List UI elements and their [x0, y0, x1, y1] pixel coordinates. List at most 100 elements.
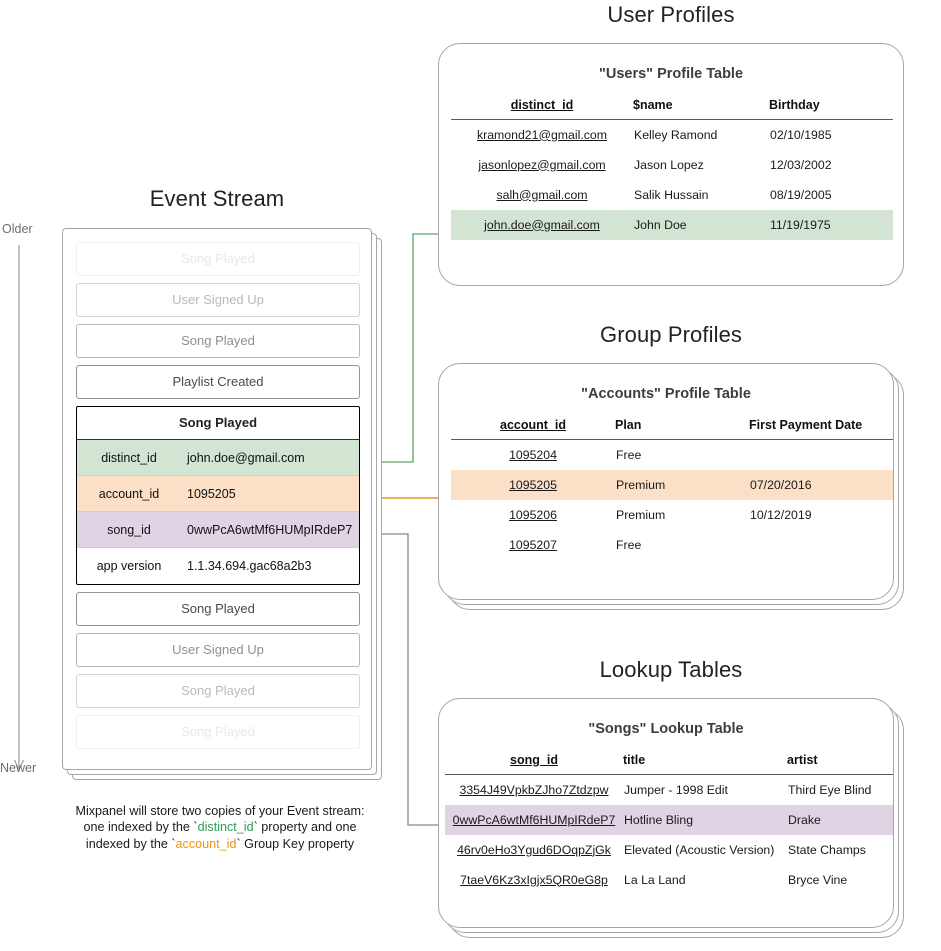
event-item[interactable]: Song Played	[76, 592, 360, 626]
users-profile-card: "Users" Profile Table distinct_id $name …	[438, 43, 904, 286]
column-header-song-id: song_id	[445, 749, 623, 775]
table-row[interactable]: 7taeV6Kz3xIgjx5QR0eG8p La La Land Bryce …	[445, 865, 893, 895]
lookup-tables-title: Lookup Tables	[599, 657, 743, 682]
timeline-newer-label: Newer	[0, 761, 37, 775]
cell-birthday: 11/19/1975	[769, 209, 893, 240]
user-profiles-stack: "Users" Profile Table distinct_id $name …	[438, 43, 908, 289]
event-item[interactable]: Song Played	[76, 324, 360, 358]
songs-lookup-card: "Songs" Lookup Table song_id title artis…	[438, 698, 894, 928]
cell-first-payment-date	[749, 440, 893, 470]
cell-song-id: 46rv0eHo3Ygud6DOqpZjGk	[457, 842, 611, 857]
table-row-highlighted[interactable]: 1095205 Premium 07/20/2016	[451, 469, 893, 500]
property-key: distinct_id	[101, 450, 157, 465]
songs-table-caption: "Songs" Lookup Table	[588, 721, 744, 737]
table-row[interactable]: jasonlopez@gmail.com Jason Lopez 12/03/2…	[451, 150, 893, 180]
cell-name: Salik Hussain	[634, 187, 709, 202]
table-row[interactable]: 1095207 Free	[451, 530, 893, 560]
event-item[interactable]: User Signed Up	[76, 283, 360, 317]
column-header-artist: artist	[787, 749, 893, 775]
table-row-highlighted[interactable]: john.doe@gmail.com John Doe 11/19/1975	[451, 209, 893, 240]
cell-name: Jason Lopez	[634, 157, 704, 172]
event-stream-card: Song Played User Signed Up Song Played P…	[62, 228, 372, 770]
event-item[interactable]: Song Played	[76, 242, 360, 276]
table-row[interactable]: 3354J49VpkbZJho7Ztdzpw Jumper - 1998 Edi…	[445, 775, 893, 805]
cell-plan: Premium	[616, 507, 666, 522]
cell-title: Hotline Bling	[623, 804, 787, 835]
property-key: app version	[96, 559, 162, 573]
cell-plan: Free	[616, 447, 642, 462]
cell-first-payment-date	[749, 530, 893, 560]
table-header-row: distinct_id $name Birthday	[451, 94, 893, 120]
caption-line-2-pre: one indexed by the `	[83, 820, 198, 835]
cell-distinct-id: salh@gmail.com	[496, 187, 588, 202]
column-header-distinct-id: distinct_id	[451, 94, 633, 120]
column-header-first-payment-date: First Payment Date	[749, 414, 893, 440]
cell-name: Kelley Ramond	[634, 127, 718, 142]
cell-artist: Drake	[787, 804, 893, 835]
accounts-table-caption: "Accounts" Profile Table	[581, 386, 751, 402]
cell-plan: Premium	[615, 469, 749, 500]
column-header-birthday: Birthday	[769, 94, 893, 120]
table-header-row: account_id Plan First Payment Date	[451, 414, 893, 440]
cell-first-payment-date: 07/20/2016	[749, 469, 893, 500]
cell-birthday: 02/10/1985	[770, 127, 832, 142]
table-row[interactable]: 1095206 Premium 10/12/2019	[451, 500, 893, 530]
cell-account-id: 1095204	[509, 447, 557, 462]
caption-line-3: indexed by the `account_id` Group Key pr…	[40, 836, 400, 852]
user-profiles-title: User Profiles	[607, 2, 735, 27]
cell-distinct-id: john.doe@gmail.com	[451, 209, 633, 240]
caption-line-3-pre: indexed by the `	[85, 836, 176, 851]
cell-song-id: 7taeV6Kz3xIgjx5QR0eG8p	[460, 872, 608, 887]
event-property-row-distinct-id: distinct_id john.doe@gmail.com	[77, 440, 359, 476]
table-row[interactable]: kramond21@gmail.com Kelley Ramond 02/10/…	[451, 120, 893, 150]
table-row[interactable]: 46rv0eHo3Ygud6DOqpZjGk Elevated (Acousti…	[445, 835, 893, 865]
column-header-title: title	[623, 749, 787, 775]
group-profiles-stack: "Accounts" Profile Table account_id Plan…	[438, 363, 908, 615]
event-stream-caption: Mixpanel will store two copies of your E…	[40, 803, 400, 852]
cell-title: Jumper - 1998 Edit	[624, 782, 728, 797]
event-item[interactable]: User Signed Up	[76, 633, 360, 667]
event-item[interactable]: Song Played	[76, 674, 360, 708]
property-value: 1095205	[187, 486, 236, 501]
event-property-row-app-version: app version 1.1.34.694.gac68a2b3	[77, 548, 359, 584]
table-row-highlighted[interactable]: 0wwPcA6wtMf6HUMpIRdeP7 Hotline Bling Dra…	[445, 804, 893, 835]
lookup-tables-stack: "Songs" Lookup Table song_id title artis…	[438, 698, 908, 948]
event-property-row-account-id: account_id 1095205	[77, 476, 359, 512]
event-list: Song Played User Signed Up Song Played P…	[63, 229, 371, 769]
accounts-profile-card: "Accounts" Profile Table account_id Plan…	[438, 363, 894, 600]
expanded-event-card[interactable]: Song Played distinct_id john.doe@gmail.c…	[76, 406, 360, 585]
table-row[interactable]: 1095204 Free	[451, 440, 893, 470]
cell-artist: State Champs	[788, 842, 866, 857]
cell-account-id: 1095206	[509, 507, 557, 522]
cell-title: Elevated (Acoustic Version)	[624, 842, 775, 857]
cell-distinct-id: jasonlopez@gmail.com	[478, 157, 606, 172]
table-header-row: song_id title artist	[445, 749, 893, 775]
cell-account-id: 1095207	[509, 537, 557, 552]
property-key: account_id	[98, 486, 160, 501]
column-header-plan: Plan	[615, 414, 749, 440]
event-item[interactable]: Playlist Created	[76, 365, 360, 399]
caption-line-1: Mixpanel will store two copies of your E…	[75, 804, 365, 818]
group-profiles-title: Group Profiles	[599, 322, 742, 347]
cell-first-payment-date: 10/12/2019	[750, 507, 812, 522]
column-header-account-id: account_id	[451, 414, 615, 440]
event-stream-stack: Song Played User Signed Up Song Played P…	[62, 228, 382, 780]
table-row[interactable]: salh@gmail.com Salik Hussain 08/19/2005	[451, 180, 893, 210]
users-profile-table: distinct_id $name Birthday kramond21@gma…	[451, 94, 893, 240]
property-value: john.doe@gmail.com	[187, 450, 305, 465]
cell-plan: Free	[616, 537, 642, 552]
cell-name: John Doe	[633, 209, 769, 240]
event-item[interactable]: Song Played	[76, 715, 360, 749]
property-value: 0wwPcA6wtMf6HUMpIRdeP7	[187, 522, 353, 537]
cell-birthday: 08/19/2005	[770, 187, 832, 202]
accounts-profile-table: account_id Plan First Payment Date 10952…	[451, 414, 893, 560]
cell-artist: Third Eye Blind	[788, 782, 872, 797]
users-table-caption: "Users" Profile Table	[598, 66, 744, 82]
caption-account-id-key: account_id	[175, 836, 237, 851]
event-property-row-song-id: song_id 0wwPcA6wtMf6HUMpIRdeP7	[77, 512, 359, 548]
cell-title: La La Land	[624, 872, 686, 887]
songs-lookup-table: song_id title artist 3354J49VpkbZJho7Ztd…	[445, 749, 893, 895]
property-value: 1.1.34.694.gac68a2b3	[187, 559, 312, 573]
cell-song-id: 0wwPcA6wtMf6HUMpIRdeP7	[445, 804, 623, 835]
